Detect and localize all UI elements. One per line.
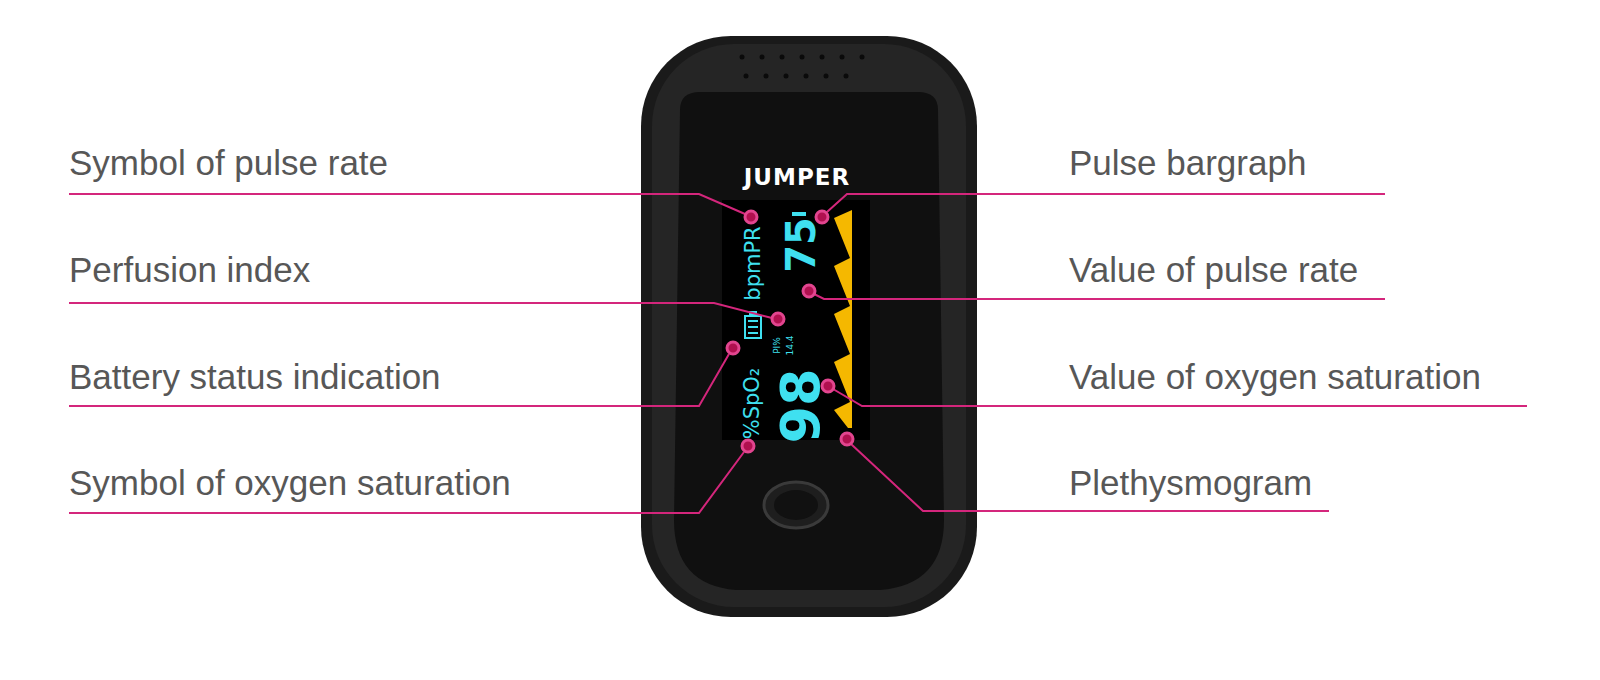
pulse-bar	[792, 212, 806, 216]
device-rim	[652, 44, 966, 607]
callout-label: Symbol of oxygen saturation	[69, 463, 511, 503]
device-body	[641, 36, 977, 617]
callout-dots	[727, 211, 853, 452]
callout-label: Pulse bargraph	[1069, 143, 1306, 183]
pi-symbol: PI%	[772, 337, 781, 354]
button	[764, 482, 828, 528]
unit-symbol: bpmPR	[743, 226, 764, 300]
callout-label: Battery status indication	[69, 357, 441, 397]
device-face	[674, 92, 944, 590]
button-center	[774, 490, 818, 520]
callout-label: Perfusion index	[69, 250, 310, 290]
callout-label: Value of oxygen saturation	[1069, 357, 1481, 397]
leader-lines	[69, 194, 1527, 513]
spo2-value: 98	[774, 368, 828, 443]
callout-label: Value of pulse rate	[1069, 250, 1358, 290]
callout-label: Plethysmogram	[1069, 463, 1312, 503]
vent-dots	[740, 55, 865, 79]
pi-value: 14.4	[785, 335, 794, 355]
battery-icon	[745, 312, 761, 338]
spo2-symbol: %SpO₂	[743, 367, 764, 439]
pulse-value: 75	[781, 217, 821, 273]
callout-label: Symbol of pulse rate	[69, 143, 388, 183]
brand-name: JUMPER	[744, 164, 850, 190]
